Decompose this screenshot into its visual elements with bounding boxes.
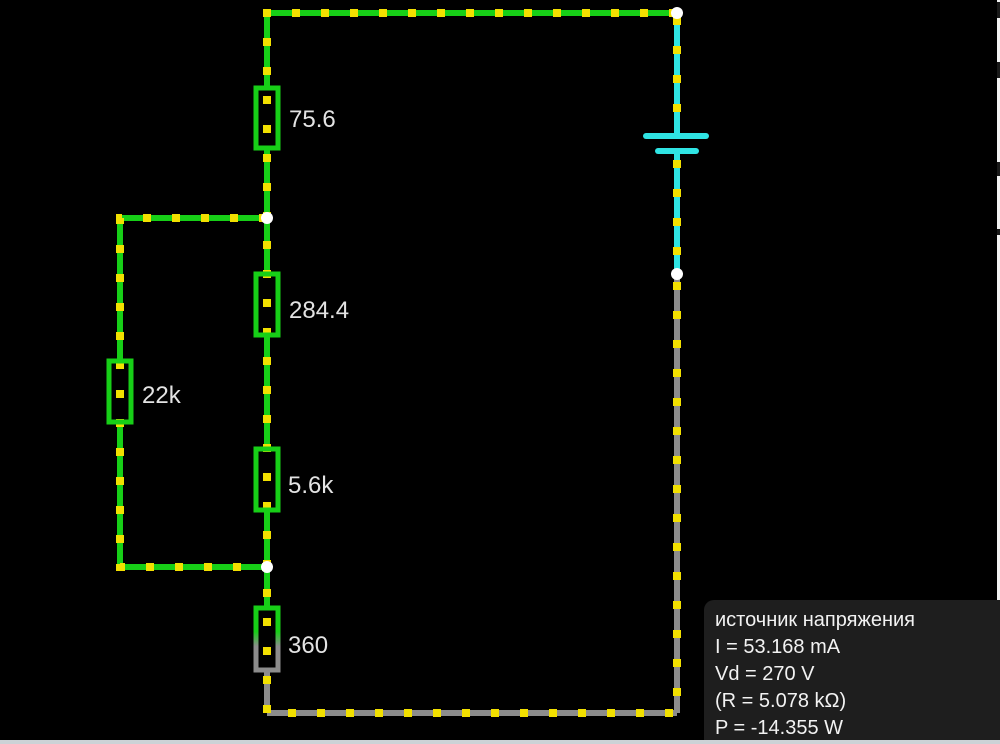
resistor-5.6k-body[interactable]: [253, 446, 281, 513]
resistor-22k-label: 22k: [142, 382, 182, 409]
edge-mark: [997, 229, 1000, 235]
resistor-75.6-body[interactable]: [253, 85, 281, 151]
info-power: P = -14.355 W: [715, 717, 844, 739]
battery-long-plate[interactable]: [643, 133, 709, 139]
wire-branch-lower[interactable]: [117, 422, 267, 570]
node-source-bottom[interactable]: [671, 268, 683, 280]
window-bottom-edge: [0, 740, 1000, 744]
info-voltage: Vd = 270 V: [715, 663, 815, 685]
node-branch-top[interactable]: [261, 212, 273, 224]
resistor-360-label: 360: [288, 632, 328, 659]
resistor-5.6k-label: 5.6k: [288, 472, 334, 499]
info-resistance: (R = 5.078 kΩ): [715, 690, 847, 712]
current-dots-branch-loop: [116, 214, 267, 571]
resistor-284.4-label: 284.4: [289, 297, 349, 324]
node-top-right[interactable]: [671, 7, 683, 19]
resistor-360-body[interactable]: [253, 605, 281, 673]
wire-branch-upper[interactable]: [117, 215, 267, 361]
resistor-75.6-label: 75.6: [289, 106, 336, 133]
right-panel-edge: [997, 0, 1000, 600]
edge-mark: [997, 162, 1000, 176]
edge-mark: [997, 62, 1000, 78]
current-dots-main-loop: [263, 9, 681, 717]
info-title: источник напряжения: [715, 609, 916, 631]
info-current: I = 53.168 mA: [715, 636, 841, 658]
resistor-284.4-body[interactable]: [253, 271, 281, 338]
component-info-panel: источник напряжения I = 53.168 mA Vd = 2…: [704, 600, 1000, 744]
edge-mark: [997, 2, 1000, 18]
node-branch-bottom[interactable]: [261, 561, 273, 573]
battery-short-plate[interactable]: [655, 148, 699, 154]
resistor-22k-body[interactable]: [106, 358, 134, 425]
